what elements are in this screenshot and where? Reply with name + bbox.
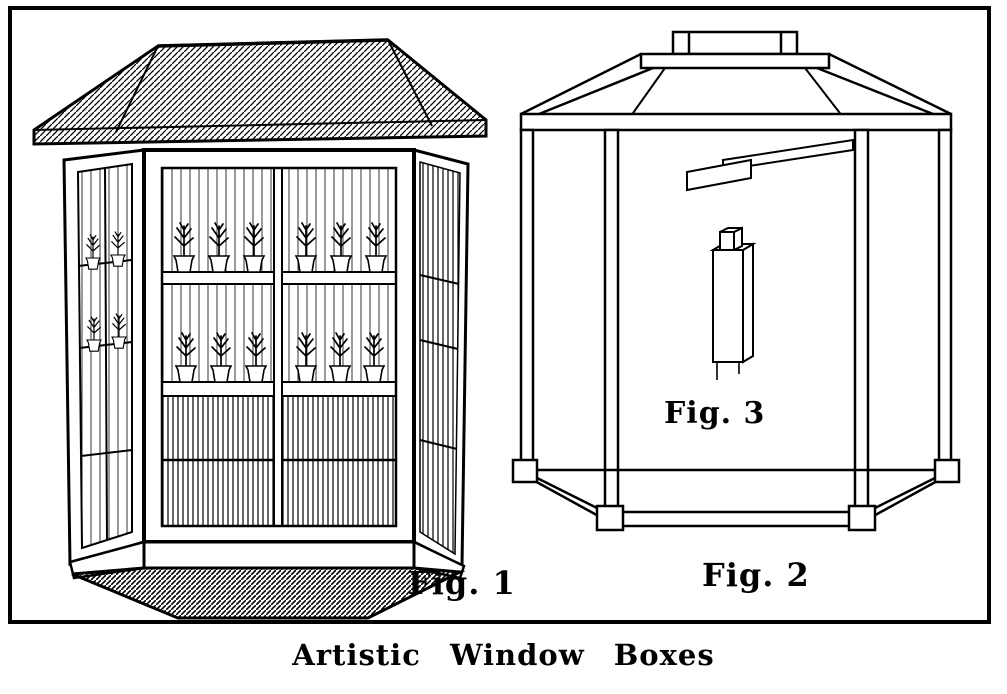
fig2-base-frame (511, 458, 961, 532)
fig3-label: Fig. 3 (664, 396, 766, 431)
fig3-post-detail (709, 226, 757, 380)
fig1-left-side-panel (62, 148, 146, 567)
fig3-rail-detail (686, 138, 854, 192)
fig2-roof-frame (519, 30, 953, 132)
fig1-front-window (142, 148, 416, 544)
fig1-base (68, 540, 466, 620)
plate-caption: Artistic Window Boxes (292, 638, 715, 672)
fig1-label: Fig. 1 (408, 564, 516, 602)
fig2-label: Fig. 2 (702, 556, 810, 594)
fig2-frame-drawing (511, 30, 961, 532)
fig1-window-box-drawing (32, 38, 488, 620)
fig1-right-side-panel (412, 148, 470, 569)
fig1-roof (32, 38, 488, 146)
